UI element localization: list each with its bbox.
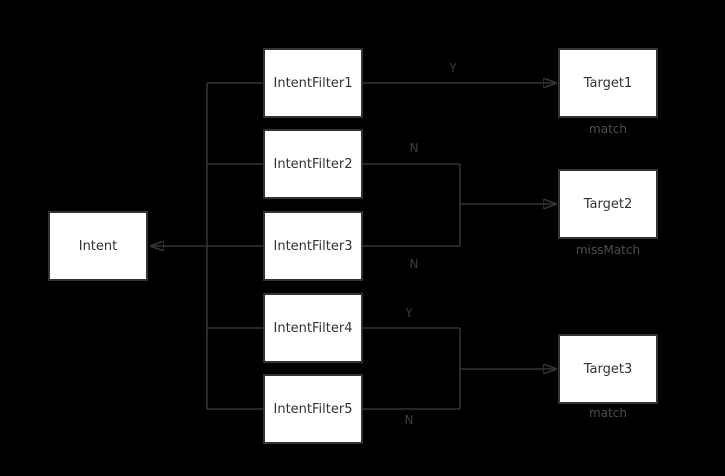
node-intentfilter2-label: IntentFilter2 (273, 156, 353, 172)
caption-target3-match: match (589, 406, 627, 420)
node-intentfilter4-label: IntentFilter4 (273, 320, 353, 336)
node-intent-label: Intent (78, 238, 118, 254)
node-intentfilter1-label: IntentFilter1 (273, 75, 353, 91)
node-intentfilter1: IntentFilter1 (263, 48, 363, 118)
node-intentfilter3-label: IntentFilter3 (273, 238, 353, 254)
node-intentfilter5-label: IntentFilter5 (273, 401, 353, 417)
edge-label-filter5-n: N (404, 413, 414, 427)
node-target1-label: Target1 (583, 75, 633, 91)
node-target2: Target2 (558, 169, 658, 239)
edge-label-filter2-n: N (409, 141, 419, 155)
edge-label-filter1-y: Y (449, 61, 457, 75)
caption-target1-match: match (589, 122, 627, 136)
node-target3-label: Target3 (583, 361, 633, 377)
node-target1: Target1 (558, 48, 658, 118)
node-intentfilter3: IntentFilter3 (263, 211, 363, 281)
caption-target2-missmatch: missMatch (575, 243, 641, 257)
node-intentfilter2: IntentFilter2 (263, 129, 363, 199)
node-target2-label: Target2 (583, 196, 633, 212)
edge-label-filter3-n: N (409, 257, 419, 271)
node-intent: Intent (48, 211, 148, 281)
node-target3: Target3 (558, 334, 658, 404)
node-intentfilter4: IntentFilter4 (263, 293, 363, 363)
node-intentfilter5: IntentFilter5 (263, 374, 363, 444)
edge-label-filter4-y: Y (405, 306, 413, 320)
